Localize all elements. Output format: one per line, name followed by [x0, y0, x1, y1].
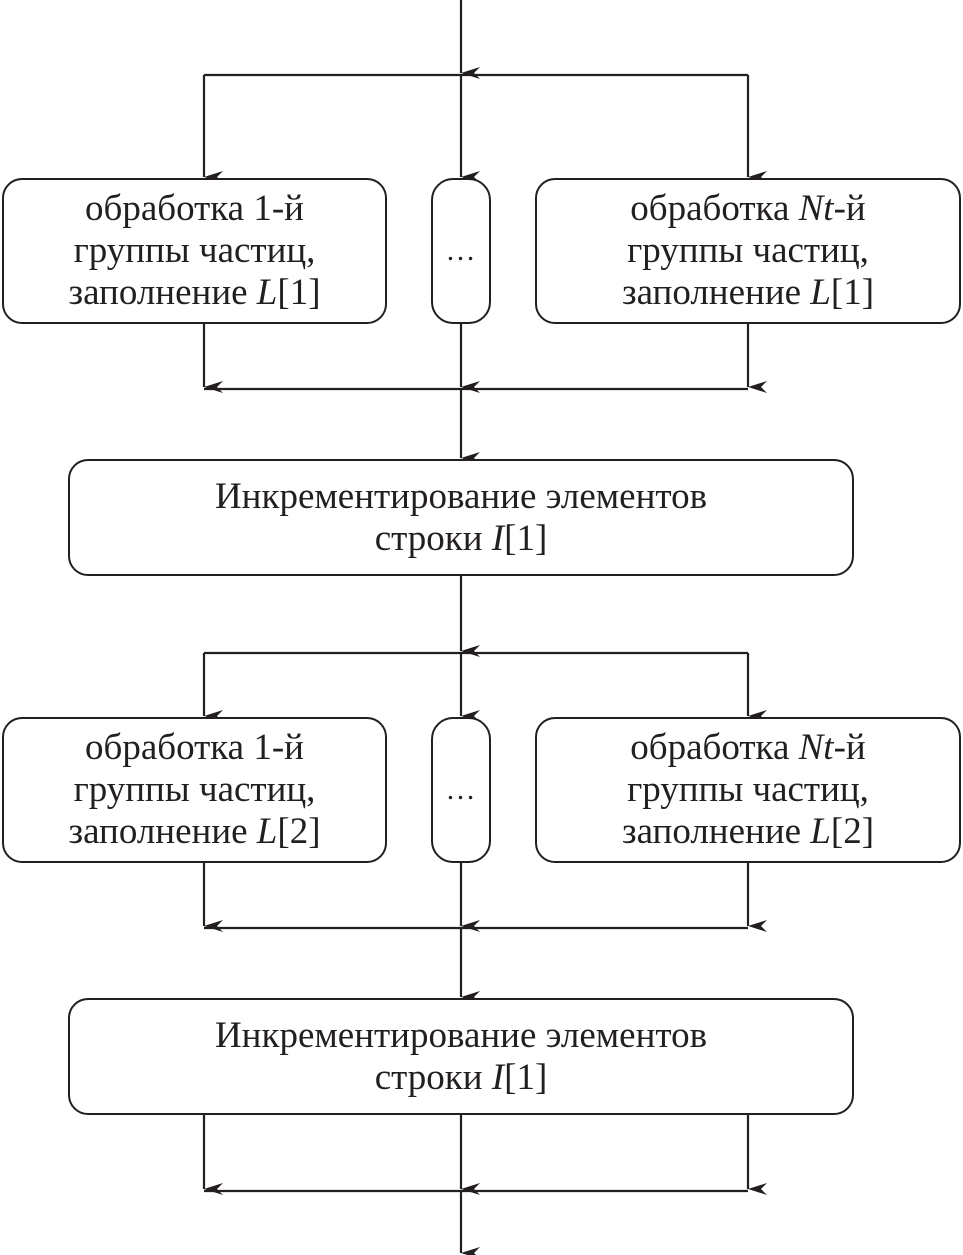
- variable-index: [1]: [277, 272, 321, 313]
- label-text: заполнение: [621, 272, 811, 313]
- process-label: обработка 1-й группы частиц, заполнение …: [68, 188, 320, 314]
- group-index: Nt: [798, 188, 834, 229]
- ellipsis-box-stage-2: …: [431, 717, 491, 863]
- label-text: обработка: [85, 727, 254, 768]
- increment-box-stage-2: Инкрементирование элементов строки I[1]: [68, 998, 854, 1115]
- group-index: 1: [253, 188, 272, 229]
- variable-name: I: [491, 517, 505, 559]
- label-text: Инкрементирование элементов: [214, 475, 708, 517]
- group-index: Nt: [798, 727, 834, 768]
- increment-label: Инкрементирование элементов строки I[1]: [215, 1015, 707, 1099]
- label-text: обработка: [85, 188, 254, 229]
- label-text: заполнение: [621, 811, 811, 852]
- label-text: -й: [271, 727, 304, 768]
- label-text: -й: [833, 188, 866, 229]
- group-index: 1: [253, 727, 272, 768]
- variable-name: L: [256, 811, 278, 852]
- ellipsis-box-stage-1: …: [431, 178, 491, 324]
- label-text: заполнение: [68, 272, 257, 313]
- ellipsis-label: …: [445, 234, 477, 267]
- variable-index: [2]: [277, 811, 321, 852]
- label-text: обработка: [630, 188, 799, 229]
- label-text: обработка: [630, 727, 799, 768]
- process-label: обработка Nt-й группы частиц, заполнение…: [622, 727, 874, 853]
- label-text: Инкрементирование элементов: [214, 1014, 708, 1056]
- label-text: строки: [374, 517, 492, 559]
- label-text: группы частиц,: [627, 230, 869, 271]
- variable-name: L: [810, 272, 831, 313]
- label-text: группы частиц,: [73, 769, 316, 810]
- variable-name: L: [256, 272, 278, 313]
- label-text: группы частиц,: [73, 230, 316, 271]
- process-label: обработка 1-й группы частиц, заполнение …: [68, 727, 320, 853]
- variable-index: [1]: [504, 1056, 548, 1098]
- variable-index: [2]: [830, 811, 875, 852]
- variable-name: I: [491, 1056, 505, 1098]
- label-text: -й: [833, 727, 866, 768]
- process-label: обработка Nt-й группы частиц, заполнение…: [622, 188, 874, 314]
- process-box-group-1-stage-1: обработка 1-й группы частиц, заполнение …: [2, 178, 387, 324]
- label-text: группы частиц,: [627, 769, 869, 810]
- process-box-group-1-stage-2: обработка 1-й группы частиц, заполнение …: [2, 717, 387, 863]
- increment-box-stage-1: Инкрементирование элементов строки I[1]: [68, 459, 854, 576]
- increment-label: Инкрементирование элементов строки I[1]: [215, 476, 707, 560]
- label-text: -й: [271, 188, 304, 229]
- variable-index: [1]: [830, 272, 875, 313]
- label-text: строки: [374, 1056, 492, 1098]
- variable-index: [1]: [504, 517, 548, 559]
- process-box-group-nt-stage-2: обработка Nt-й группы частиц, заполнение…: [535, 717, 961, 863]
- variable-name: L: [810, 811, 831, 852]
- label-text: заполнение: [68, 811, 257, 852]
- process-box-group-nt-stage-1: обработка Nt-й группы частиц, заполнение…: [535, 178, 961, 324]
- ellipsis-label: …: [445, 773, 477, 806]
